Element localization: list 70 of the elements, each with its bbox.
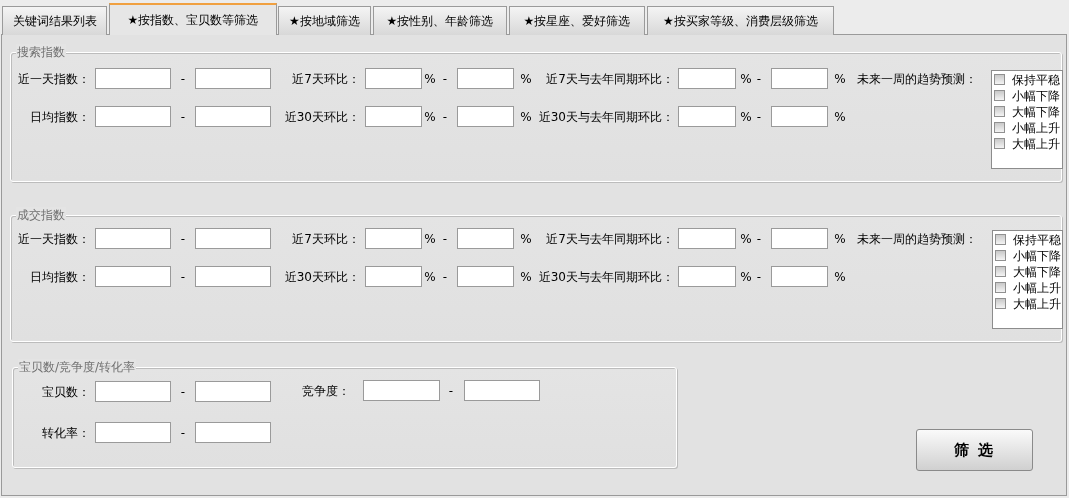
separator-text: % xyxy=(424,71,436,87)
separator-text: % xyxy=(520,71,532,87)
separator-text: - xyxy=(180,425,186,441)
separator-text: - xyxy=(448,383,454,399)
checkbox-option: 小幅上升 xyxy=(994,120,1060,136)
checkbox-option: 小幅上升 xyxy=(995,280,1061,296)
field-label: 日均指数： xyxy=(30,269,90,285)
separator-text: - xyxy=(180,384,186,400)
separator-text: - xyxy=(180,71,186,87)
separator-text: % xyxy=(740,231,752,247)
separator-text: % xyxy=(520,109,532,125)
separator-text: % xyxy=(520,231,532,247)
group-title: 成交指数 xyxy=(16,207,66,223)
tab: ★按性别、年龄筛选 xyxy=(373,6,507,35)
checkbox-option: 大幅上升 xyxy=(995,296,1061,312)
separator-text: - xyxy=(442,269,448,285)
field-label: 近30天与去年同期环比： xyxy=(538,269,674,285)
tab: ★按地域筛选 xyxy=(278,6,371,35)
field-label: 日均指数： xyxy=(30,109,90,125)
field-label: 宝贝数： xyxy=(42,384,90,400)
separator-text: - xyxy=(442,231,448,247)
separator-text: % xyxy=(834,71,846,87)
separator-text: % xyxy=(740,269,752,285)
separator-text: % xyxy=(424,269,436,285)
group-title: 宝贝数/竞争度/转化率 xyxy=(18,359,137,375)
checkbox-option: 小幅下降 xyxy=(994,88,1060,104)
field-label: 近7天与去年同期环比： xyxy=(546,231,674,247)
separator-text: % xyxy=(520,269,532,285)
field-label: 近一天指数： xyxy=(18,231,90,247)
separator-text: - xyxy=(756,269,762,285)
separator-text: - xyxy=(180,231,186,247)
field-label: 近7天环比： xyxy=(292,231,360,247)
separator-text: - xyxy=(442,71,448,87)
separator-text: - xyxy=(180,109,186,125)
tab: 关键词结果列表 xyxy=(2,6,107,35)
checkbox-option: 保持平稳 xyxy=(994,72,1060,88)
field-label: 近7天与去年同期环比： xyxy=(546,71,674,87)
separator-text: % xyxy=(740,109,752,125)
checkbox-option: 大幅上升 xyxy=(994,136,1060,152)
field-label: 近30天与去年同期环比： xyxy=(538,109,674,125)
separator-text: - xyxy=(756,231,762,247)
tab: ★按星座、爱好筛选 xyxy=(509,6,645,35)
field-label: 未来一周的趋势预测： xyxy=(857,231,977,247)
separator-text: % xyxy=(834,109,846,125)
checkbox-option: 保持平稳 xyxy=(995,232,1061,248)
field-label: 近一天指数： xyxy=(18,71,90,87)
group-title: 搜索指数 xyxy=(16,44,66,60)
separator-text: % xyxy=(834,231,846,247)
separator-text: % xyxy=(740,71,752,87)
field-label: 近30天环比： xyxy=(284,109,360,125)
checkbox-option: 大幅下降 xyxy=(995,264,1061,280)
checkbox-option: 小幅下降 xyxy=(995,248,1061,264)
separator-text: - xyxy=(756,109,762,125)
separator-text: - xyxy=(756,71,762,87)
filter-button: 筛 选 xyxy=(916,429,1033,471)
field-label: 近7天环比： xyxy=(292,71,360,87)
separator-text: % xyxy=(834,269,846,285)
tab: ★按指数、宝贝数等筛选 xyxy=(109,3,277,35)
tab: ★按买家等级、消费层级筛选 xyxy=(647,6,834,35)
separator-text: - xyxy=(180,269,186,285)
field-label: 近30天环比： xyxy=(284,269,360,285)
separator-text: - xyxy=(442,109,448,125)
separator-text: % xyxy=(424,231,436,247)
checkbox-option: 大幅下降 xyxy=(994,104,1060,120)
field-label: 竞争度： xyxy=(302,383,350,399)
checkbox-list xyxy=(991,70,1063,169)
field-label: 转化率： xyxy=(42,425,90,441)
checkbox-list xyxy=(992,230,1063,329)
field-label: 未来一周的趋势预测： xyxy=(857,71,977,87)
separator-text: % xyxy=(424,109,436,125)
